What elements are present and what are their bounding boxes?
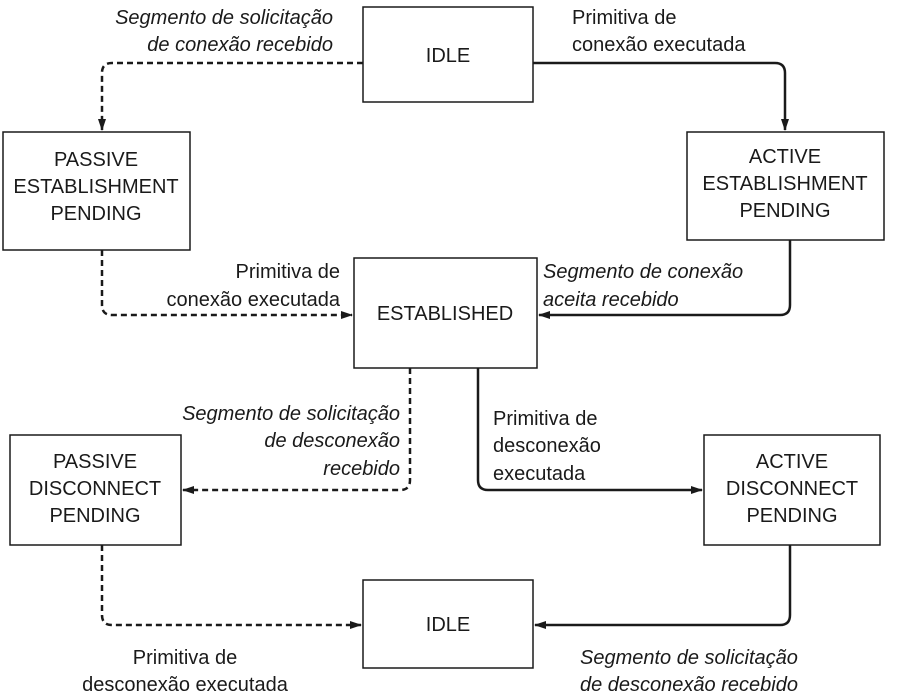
svg-text:IDLE: IDLE — [426, 45, 470, 67]
arrow-passive-disc-to-idle — [100, 545, 362, 629]
svg-text:ESTABLISHED: ESTABLISHED — [377, 303, 513, 325]
state-idle-bottom: IDLE — [362, 579, 534, 669]
state-idle-top: IDLE — [362, 6, 534, 103]
arrow-idle-to-passive — [98, 61, 363, 131]
svg-text:IDLE: IDLE — [426, 614, 470, 636]
arrow-active-to-established — [538, 240, 792, 319]
state-established: ESTABLISHED — [353, 257, 538, 369]
arrow-established-to-passive-disc — [182, 368, 412, 494]
arrow-active-disc-to-idle — [534, 545, 792, 629]
arrow-established-to-active-disc — [476, 368, 703, 494]
arrow-idle-to-active — [533, 61, 789, 131]
arrow-passive-to-established — [100, 250, 353, 319]
